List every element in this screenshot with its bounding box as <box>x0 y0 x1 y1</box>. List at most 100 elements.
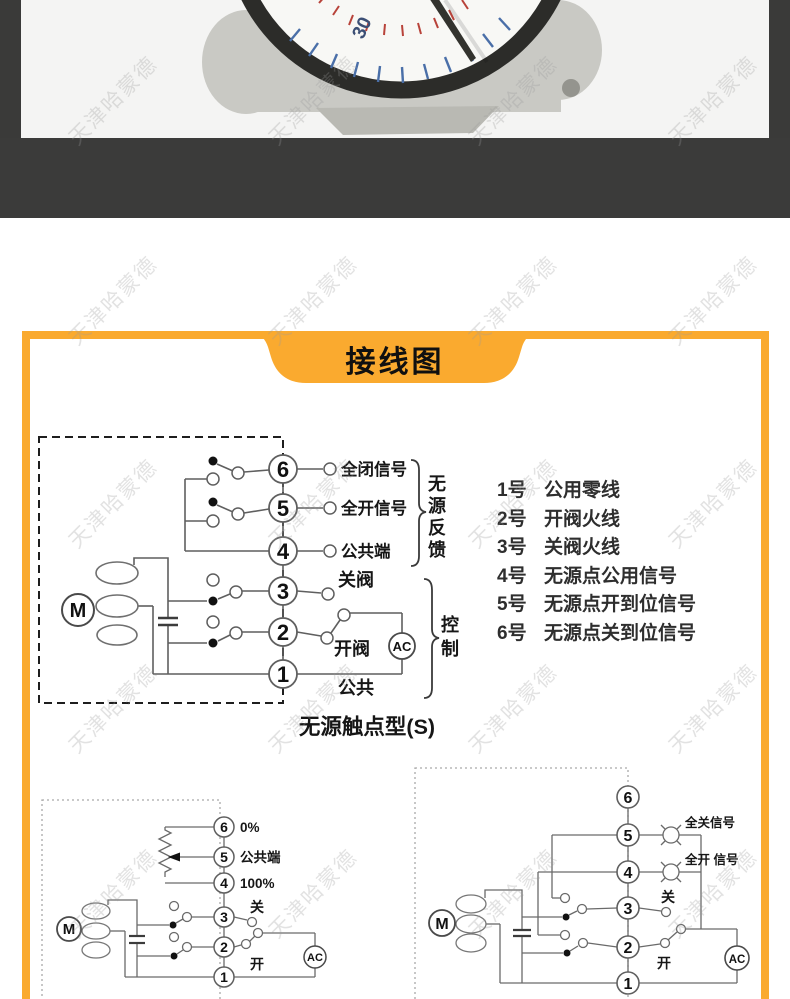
label-full-open-signal: 全开 信号 <box>684 852 738 867</box>
label-close: 关 <box>661 889 675 905</box>
wiring-diagram-main: M <box>38 436 459 739</box>
legend-number: 2号 <box>497 508 527 530</box>
motor-coils-icon <box>455 894 487 953</box>
motor-label: M <box>435 916 448 933</box>
motor-icon: M <box>61 593 95 627</box>
capacitor-icon <box>513 928 531 938</box>
terminal-number: 5 <box>624 828 633 845</box>
label-full-close-signal: 全关信号 <box>684 815 735 830</box>
legend-row: 2号开阀火线 <box>497 506 767 535</box>
terminal-strip: 6 5 4 3 2 1 <box>616 785 640 995</box>
ac-label: AC <box>307 952 323 964</box>
legend-number: 4号 <box>497 565 527 587</box>
terminal-number: 1 <box>277 662 289 687</box>
enclosure-dotted <box>41 799 221 999</box>
terminal-legend: 1号公用零线 2号开阀火线 3号关阀火线 4号无源点公用信号 5号无源点开到位信… <box>497 477 767 648</box>
label-common: 公共 <box>338 678 374 698</box>
motor-icon: M <box>428 909 456 937</box>
legend-desc: 开阀火线 <box>544 508 621 530</box>
lamp-icon <box>660 824 682 846</box>
terminal-number: 3 <box>624 901 633 918</box>
label-0-percent: 0% <box>240 820 260 835</box>
label-open: 开 <box>657 955 671 971</box>
legend-desc: 公用零线 <box>544 480 621 501</box>
label-open-valve: 开阀 <box>334 638 370 659</box>
terminal-number: 3 <box>277 579 289 604</box>
section-banner-tab: 接线图 <box>250 331 540 387</box>
pressure-gauge-image: 30 <box>202 0 602 135</box>
label-close: 关 <box>250 899 264 915</box>
feedback-brace-label: 源 <box>428 495 446 516</box>
feedback-brace-label: 馈 <box>428 539 446 560</box>
gauge-red-ticks <box>318 0 469 37</box>
label-close-valve: 关阀 <box>338 569 374 590</box>
terminal-number: 2 <box>624 940 633 957</box>
switch-contacts <box>559 892 687 957</box>
lamp-icon <box>660 861 682 883</box>
capacitor-icon <box>158 616 178 627</box>
feedback-brace-label: 反 <box>428 518 446 538</box>
legend-desc: 无源点公用信号 <box>544 565 678 587</box>
wiring-diagram-card <box>22 331 769 999</box>
legend-desc: 无源点开到位信号 <box>544 594 697 615</box>
capacitor-icon <box>129 934 145 945</box>
switch-contacts <box>168 900 264 960</box>
switch-contacts <box>206 456 351 648</box>
ac-label: AC <box>393 639 412 654</box>
control-brace <box>423 578 440 699</box>
terminal-number: 4 <box>220 875 228 891</box>
legend-number: 1号 <box>497 480 527 501</box>
terminal-number: 4 <box>277 539 290 564</box>
motor-coils-icon <box>95 561 139 646</box>
ac-power-icon: AC <box>388 632 416 660</box>
banner-tab-shape <box>250 331 540 383</box>
motor-icon: M <box>56 916 82 942</box>
terminal-number: 4 <box>624 865 633 882</box>
motor-label: M <box>70 600 87 622</box>
motor-label: M <box>63 921 76 938</box>
legend-desc: 关阀火线 <box>544 537 621 558</box>
terminal-number: 6 <box>220 819 228 835</box>
gauge-screw <box>562 79 580 97</box>
label-open: 开 <box>250 956 264 972</box>
lamp-wires <box>414 767 738 999</box>
control-brace-label: 控 <box>441 614 459 635</box>
terminal-number: 1 <box>624 976 633 993</box>
pot-wires <box>41 799 316 999</box>
ac-label: AC <box>729 954 746 966</box>
ac-power-icon: AC <box>303 945 327 969</box>
feedback-brace-label: 无 <box>428 474 446 494</box>
wiring-diagram-potentiometer: M 6 5 4 3 2 1 AC <box>41 799 327 999</box>
ac-power-icon: AC <box>724 945 750 971</box>
wiper-arrow-icon <box>168 852 180 862</box>
label-full-open-signal: 全开信号 <box>340 498 407 518</box>
terminal-number: 1 <box>220 969 228 985</box>
label-common-terminal: 公共端 <box>240 849 281 865</box>
potentiometer-icon <box>157 827 173 877</box>
motor-coils-icon <box>81 902 111 959</box>
label-full-close-signal: 全闭信号 <box>340 459 407 479</box>
terminal-number: 5 <box>277 496 289 521</box>
terminal-number: 5 <box>220 849 228 865</box>
section-title: 接线图 <box>345 346 445 379</box>
terminal-strip: 6 5 4 3 2 1 <box>268 454 298 689</box>
legend-row: 5号无源点开到位信号 <box>497 591 767 620</box>
gauge-photo: 30 <box>21 0 769 138</box>
legend-number: 5号 <box>497 594 527 615</box>
legend-row: 6号无源点关到位信号 <box>497 620 767 649</box>
terminal-number: 2 <box>220 939 228 955</box>
legend-number: 6号 <box>497 622 527 644</box>
control-brace-label: 制 <box>441 639 459 659</box>
terminal-number: 3 <box>220 909 228 925</box>
dark-divider-band <box>0 138 790 218</box>
wiring-diagram-lamp: M <box>414 767 750 999</box>
terminal-number: 2 <box>277 620 289 645</box>
legend-desc: 无源点关到位信号 <box>544 622 697 644</box>
actuator-enclosure-dashed <box>38 436 284 704</box>
terminal-number: 6 <box>624 790 633 807</box>
terminal-number: 6 <box>277 457 289 482</box>
legend-number: 3号 <box>497 537 527 558</box>
label-common-terminal: 公共端 <box>341 541 391 561</box>
diagram-caption: 无源触点型(S) <box>299 714 435 739</box>
